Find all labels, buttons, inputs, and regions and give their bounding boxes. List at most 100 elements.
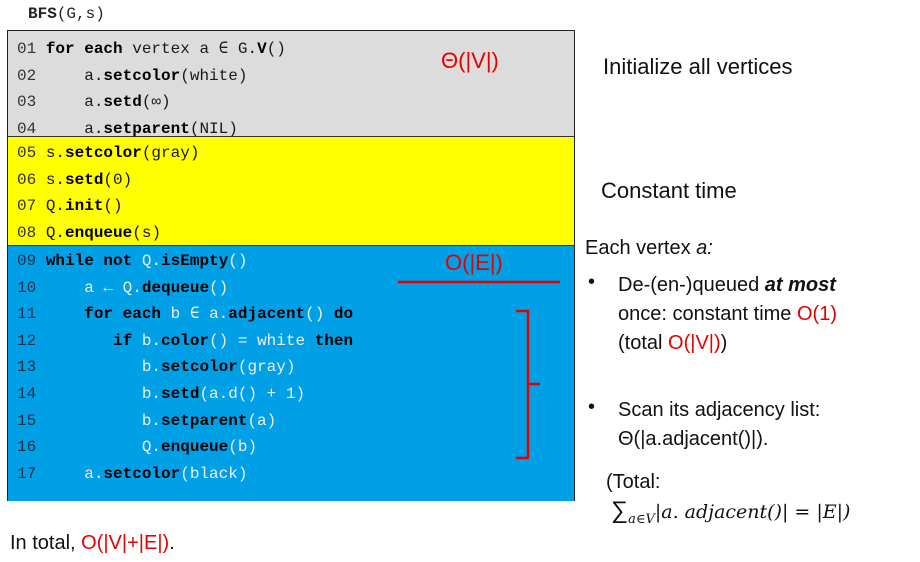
bullet1-text-a: De-(en-)queued <box>618 274 765 296</box>
code-keyword: setparent <box>161 411 248 430</box>
code-keyword: setcolor <box>103 464 181 483</box>
bullet-dot-1: • <box>588 271 596 293</box>
code-line: 11 for each b ∈ a.adjacent() do <box>17 301 353 327</box>
code-keyword: setcolor <box>161 358 238 377</box>
code-line: 09 while not Q.isEmpty() <box>17 248 247 274</box>
code-line: 04 a.setparent(NIL) <box>17 116 238 142</box>
code-text: () <box>209 278 229 297</box>
line-number: 05 <box>17 144 46 162</box>
bullet1-at-most: at most <box>764 274 836 296</box>
code-line: 14 b.setd(a.d() + 1) <box>17 381 305 407</box>
code-text: s. <box>45 144 66 162</box>
line-number: 09 <box>17 252 46 270</box>
total-suffix: . <box>169 532 175 554</box>
code-text: a. <box>45 66 104 85</box>
code-keyword: isEmpty <box>161 252 229 270</box>
line-number: 11 <box>17 305 46 324</box>
sum-subscript: a∈V <box>628 512 655 527</box>
bullet1-ov: O(|V|) <box>668 332 721 354</box>
code-text: (a.d() + 1) <box>199 385 306 403</box>
code-line: 02 a.setcolor(white) <box>17 63 247 89</box>
code-text: a ← Q. <box>45 278 142 297</box>
code-text: () <box>305 305 334 324</box>
bullet1-close: ) <box>720 332 728 354</box>
bullet-dequeue: De-(en-)queued at most once: constant ti… <box>618 271 918 358</box>
algorithm-name: BFS <box>28 5 57 23</box>
code-line: 01 for each vertex a ∈ G.V() <box>17 36 286 62</box>
code-keyword: setd <box>103 93 142 112</box>
code-text: () <box>103 197 123 216</box>
code-text: () <box>266 40 286 58</box>
code-keyword: setcolor <box>65 144 142 162</box>
code-keyword: setparent <box>103 119 190 138</box>
line-number: 17 <box>17 464 46 483</box>
code-keyword: setcolor <box>103 66 181 85</box>
code-text: b. <box>45 385 162 403</box>
code-text: s. <box>45 170 66 189</box>
code-line: 10 a ← Q.dequeue() <box>17 275 228 301</box>
code-line: 08 Q.enqueue(s) <box>17 220 161 246</box>
code-text: () <box>228 252 248 270</box>
line-number: 10 <box>17 278 46 297</box>
code-text: Q. <box>45 197 66 216</box>
total-label: (Total: <box>606 471 661 493</box>
total-prefix: In total, <box>10 532 82 554</box>
for-loop-bracket <box>516 309 530 460</box>
code-text: () = white <box>209 331 315 350</box>
line-number: 14 <box>17 385 46 403</box>
bullet1-text-c: (total <box>618 332 669 354</box>
code-box: 01 for each vertex a ∈ G.V()02 a.setcolo… <box>7 30 575 501</box>
loop-complexity-label: O(|E|) <box>445 250 503 275</box>
code-text: (black) <box>180 464 248 483</box>
code-text: (white) <box>180 66 248 85</box>
bullet-scan: Scan its adjacency list: Θ(|a.adjacent()… <box>618 396 918 454</box>
line-number: 01 <box>17 40 46 58</box>
code-text: a. <box>45 119 104 138</box>
algorithm-args: (G,s) <box>56 5 105 23</box>
code-text: (a) <box>247 411 277 430</box>
each-vertex-heading: Each vertex a: <box>585 237 713 260</box>
line-number: 06 <box>17 170 46 189</box>
each-vertex-prefix: Each vertex <box>585 237 697 259</box>
code-keyword: while not <box>45 252 133 270</box>
code-keyword: setd <box>65 170 104 189</box>
code-line: 06 s.setd(0) <box>17 167 132 193</box>
code-keyword: init <box>65 197 104 216</box>
bullet1-text-b: once: constant time <box>618 303 797 325</box>
code-text: (∞) <box>141 93 171 112</box>
code-line: 13 b.setcolor(gray) <box>17 354 295 380</box>
code-line: 17 a.setcolor(black) <box>17 461 247 487</box>
code-line: 12 if b.color() = white then <box>17 328 353 354</box>
code-text: a. <box>45 93 104 112</box>
line-number: 02 <box>17 66 46 85</box>
code-keyword: dequeue <box>141 278 210 297</box>
constant-time-note: Constant time <box>601 178 737 203</box>
code-text: Q. <box>45 438 162 457</box>
line-number: 16 <box>17 438 46 457</box>
line-number: 04 <box>17 119 46 138</box>
line-number: 12 <box>17 331 46 350</box>
line-number: 07 <box>17 197 46 216</box>
code-keyword: enqueue <box>161 438 229 457</box>
code-keyword: adjacent <box>228 305 306 324</box>
code-text: Q. <box>132 252 162 270</box>
init-section: 01 for each vertex a ∈ G.V()02 a.setcolo… <box>8 31 574 138</box>
bullet-dot-2: • <box>588 396 596 418</box>
code-keyword: V <box>257 40 267 58</box>
algorithm-title: BFS(G,s) <box>28 5 105 23</box>
code-line: 16 Q.enqueue(b) <box>17 434 257 460</box>
code-text: (s) <box>132 223 162 242</box>
bullet1-o1: O(1) <box>796 303 837 325</box>
code-text: (gray) <box>141 144 200 162</box>
code-line: 03 a.setd(∞) <box>17 89 171 115</box>
code-text: Q. <box>45 223 66 242</box>
sum-body: |a. adjacent()| = |E|) <box>654 501 851 523</box>
code-keyword: setd <box>161 385 200 403</box>
initialize-note: Initialize all vertices <box>603 54 793 79</box>
code-keyword: then <box>314 331 354 350</box>
code-text: a. <box>45 464 104 483</box>
line-number: 15 <box>17 411 46 430</box>
code-text: vertex a ∈ G. <box>122 40 258 58</box>
setup-section: 05 s.setcolor(gray)06 s.setd(0)07 Q.init… <box>8 137 574 246</box>
total-value: O(|V|+|E|) <box>81 532 170 554</box>
